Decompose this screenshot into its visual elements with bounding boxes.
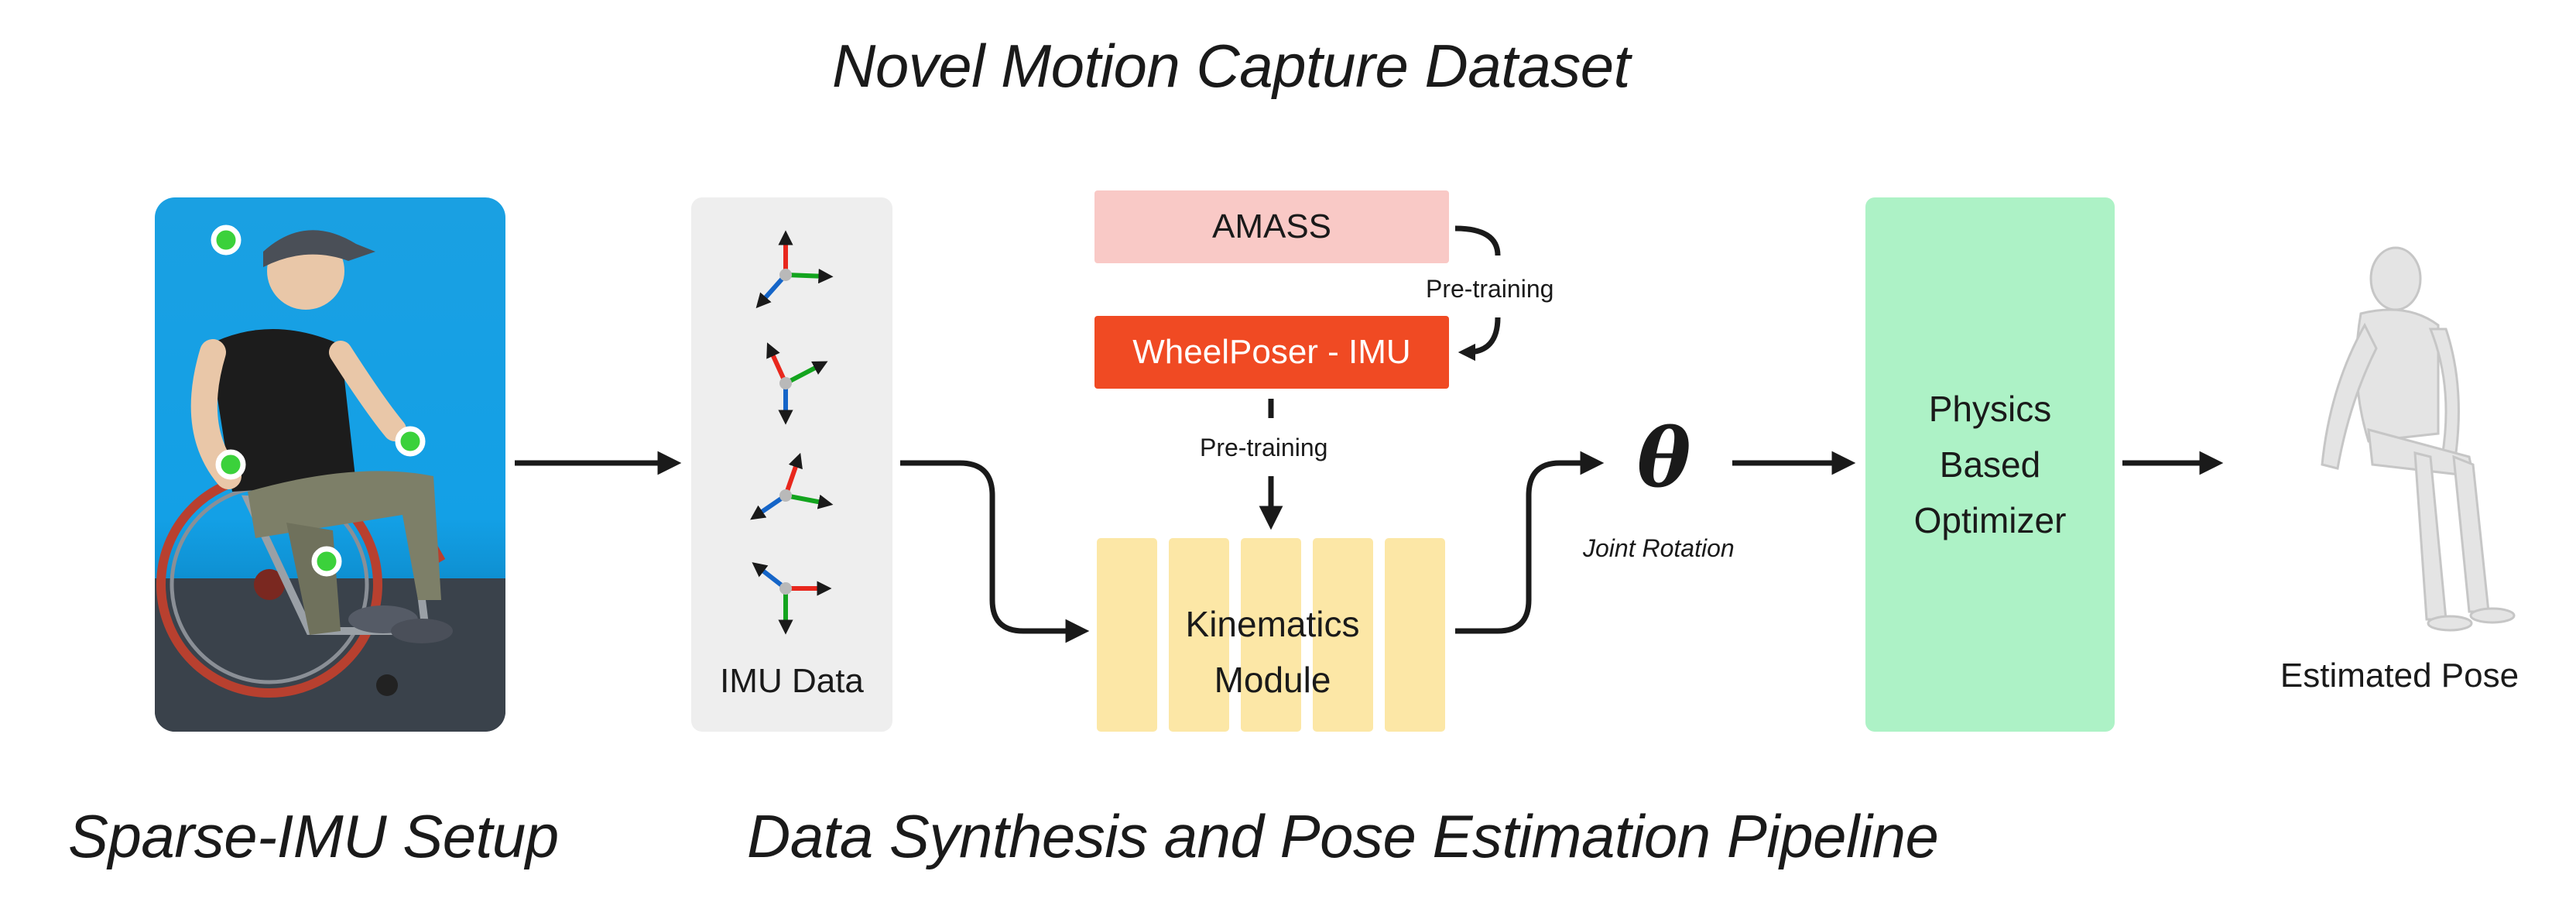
amass-box: AMASS (1094, 190, 1449, 263)
estimated-pose-label: Estimated Pose (2280, 657, 2519, 695)
kinematics-label-line2: Module (1214, 660, 1331, 700)
section-title-sparse-imu: Sparse-IMU Setup (68, 802, 559, 870)
arrow-amass-curve-top (1454, 225, 1501, 256)
physics-label-line3: Optimizer (1913, 500, 2067, 540)
theta-symbol: θ (1637, 410, 1691, 506)
pretraining-label-amass: Pre-training (1426, 275, 1554, 303)
kinematics-module-label: Kinematics Module (1094, 596, 1451, 708)
physics-label-line1: Physics (1928, 389, 2052, 429)
estimated-pose-figure (2321, 246, 2516, 632)
physics-optimizer-box: Physics Based Optimizer (1865, 197, 2115, 732)
arrow-amass-curve-bottom (1458, 317, 1501, 362)
kinematics-layer-5 (1385, 538, 1445, 732)
wheelchair-user-photo (155, 197, 505, 732)
wheelposer-imu-box: WheelPoser - IMU (1094, 316, 1449, 389)
joint-rotation-label: Joint Rotation (1583, 534, 1735, 562)
imu-axes-4 (752, 562, 832, 635)
kinematics-layer-1 (1097, 538, 1157, 732)
diagram-title: Novel Motion Capture Dataset (832, 32, 1630, 100)
kinematics-layer-2 (1169, 538, 1229, 732)
wheelchair-user-illustration (155, 225, 505, 732)
kinematics-layer-3 (1241, 538, 1301, 732)
kinematics-label-line1: Kinematics (1185, 604, 1360, 644)
arrow-imu-to-kinematics (900, 460, 1090, 643)
arrow-kinematics-to-theta (1455, 451, 1605, 634)
kinematics-layer-4 (1313, 538, 1373, 732)
section-title-pipeline: Data Synthesis and Pose Estimation Pipel… (747, 802, 1939, 870)
imu-data-label: IMU Data (720, 662, 864, 700)
physics-label-line2: Based (1939, 444, 2041, 485)
imu-axes-1 (755, 230, 834, 309)
imu-axes-3 (750, 452, 834, 520)
amass-label: AMASS (1211, 207, 1332, 245)
pretraining-label-wheelposer: Pre-training (1200, 434, 1328, 461)
wheelposer-imu-label: WheelPoser - IMU (1132, 333, 1411, 371)
imu-axes-2 (766, 342, 828, 425)
